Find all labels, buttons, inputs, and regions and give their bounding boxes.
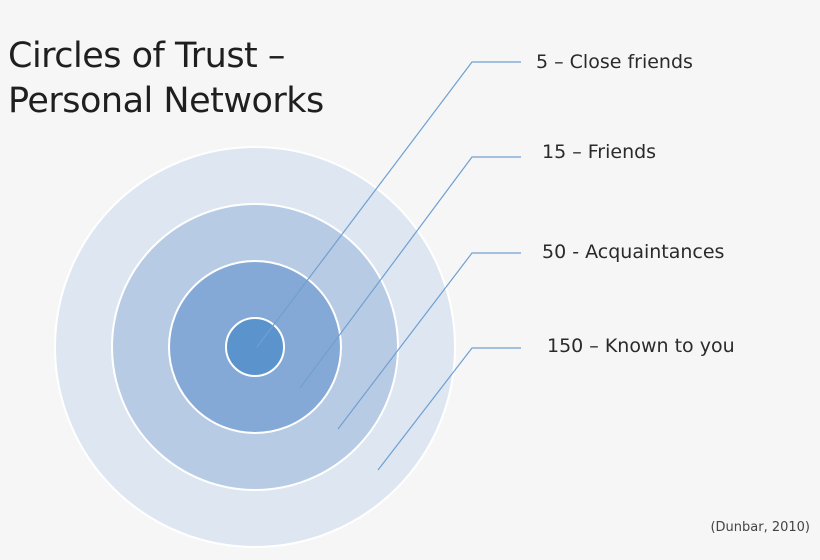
label-acquaintances: 50 - Acquaintances (542, 241, 725, 263)
circle-close-friends (225, 317, 285, 377)
leader-line-friends (299, 156, 521, 389)
title-line-1: Circles of Trust – (8, 36, 285, 76)
label-known-to-you: 150 – Known to you (547, 335, 735, 357)
title-line-2: Personal Networks (8, 81, 324, 121)
leader-line-acquaintances (337, 252, 521, 430)
source-citation: (Dunbar, 2010) (710, 520, 810, 535)
leader-line-close-friends (256, 61, 521, 348)
leader-line-known-to-you (377, 347, 521, 471)
diagram-title: Circles of Trust – Personal Networks (8, 34, 324, 124)
label-close-friends: 5 – Close friends (536, 51, 693, 73)
label-friends: 15 – Friends (542, 141, 657, 163)
